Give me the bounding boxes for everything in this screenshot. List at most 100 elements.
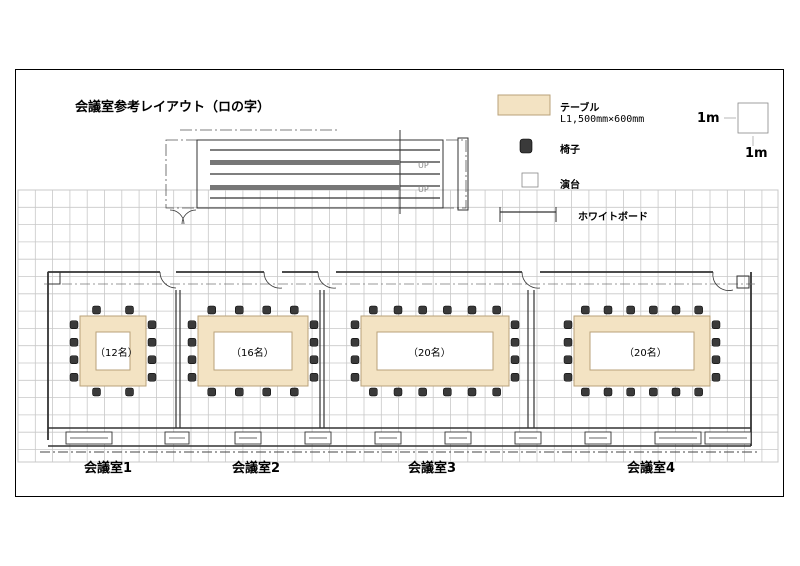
chair [649, 387, 658, 397]
stair-rail [210, 185, 400, 190]
chair [309, 338, 319, 347]
chair [581, 387, 590, 397]
chair [290, 387, 299, 397]
chair [147, 373, 157, 382]
chair [671, 305, 681, 315]
column [47, 271, 61, 285]
chair [235, 387, 244, 397]
tables [69, 305, 721, 397]
chair [711, 373, 721, 382]
chair [369, 387, 378, 397]
chair [492, 387, 501, 397]
chair [262, 387, 271, 397]
table-hollow [376, 331, 494, 371]
table-hollow [95, 331, 131, 371]
chair [69, 355, 79, 364]
chair [603, 387, 613, 397]
chair [418, 387, 427, 397]
chair [563, 355, 573, 364]
chair [581, 305, 590, 315]
chair [262, 305, 271, 315]
chair [649, 305, 658, 315]
drawing-frame [15, 69, 784, 497]
chair [510, 338, 520, 347]
scale-label-bottom: 1m [745, 146, 768, 161]
legend-table-size: L1,500mm×600mm [560, 114, 645, 125]
legend-graphics [497, 94, 769, 222]
chair [563, 320, 573, 329]
stair-rail [210, 160, 400, 165]
chair [694, 387, 703, 397]
chair [393, 387, 403, 397]
room2-name: 会議室2 [232, 461, 281, 476]
chair [69, 373, 79, 382]
walls [40, 271, 760, 453]
chair [92, 305, 101, 315]
chair [563, 373, 573, 382]
chair [187, 373, 197, 382]
chair [207, 305, 216, 315]
chair [147, 338, 157, 347]
table-hollow [213, 331, 293, 371]
chair [443, 387, 452, 397]
chair [711, 320, 721, 329]
chair [309, 373, 319, 382]
chair [350, 373, 360, 382]
chair [369, 305, 378, 315]
legend-table-swatch [497, 94, 551, 116]
chair [309, 355, 319, 364]
chair [510, 355, 520, 364]
chair [207, 387, 216, 397]
room1-name: 会議室1 [84, 461, 133, 476]
chair [418, 305, 427, 315]
stair-up-label: UP [418, 161, 429, 170]
chair [187, 355, 197, 364]
room1-capacity: （12名） [95, 348, 138, 359]
chair [711, 355, 721, 364]
chair [147, 355, 157, 364]
chair [290, 305, 299, 315]
door-swing [521, 271, 541, 289]
chair [235, 305, 244, 315]
room4-name: 会議室4 [627, 461, 676, 476]
chair [92, 387, 101, 397]
room3-name: 会議室3 [408, 461, 457, 476]
chair [309, 320, 319, 329]
chair [393, 305, 403, 315]
stair-post [457, 137, 469, 211]
chair [626, 387, 635, 397]
scale-square [737, 102, 769, 134]
chair [187, 338, 197, 347]
chair [467, 305, 477, 315]
chair [69, 320, 79, 329]
stair-door [169, 209, 197, 225]
floor-grid [17, 189, 779, 463]
legend-table-label: テーブル [560, 103, 600, 114]
chair [187, 320, 197, 329]
room2-capacity: （16名） [231, 348, 274, 359]
table-hollow [589, 331, 695, 371]
chair [603, 305, 613, 315]
chair [626, 305, 635, 315]
room4-capacity: （20名） [624, 348, 667, 359]
chair [467, 387, 477, 397]
legend-stage-label: 演台 [560, 180, 580, 191]
stair-box [196, 139, 444, 209]
chair [350, 320, 360, 329]
chair [69, 338, 79, 347]
legend-stage-icon [521, 172, 539, 188]
chair [510, 373, 520, 382]
stair-up-label: UP [418, 185, 429, 194]
chair [125, 305, 134, 315]
legend-chair-label: 椅子 [560, 145, 580, 156]
chair [350, 338, 360, 347]
chair [350, 355, 360, 364]
page-title: 会議室参考レイアウト（ロの字） [75, 100, 271, 115]
door-swing [712, 271, 734, 291]
chair [510, 320, 520, 329]
chair [492, 305, 501, 315]
legend-chair-icon [519, 138, 533, 154]
room3-capacity: （20名） [408, 348, 451, 359]
chair [711, 338, 721, 347]
